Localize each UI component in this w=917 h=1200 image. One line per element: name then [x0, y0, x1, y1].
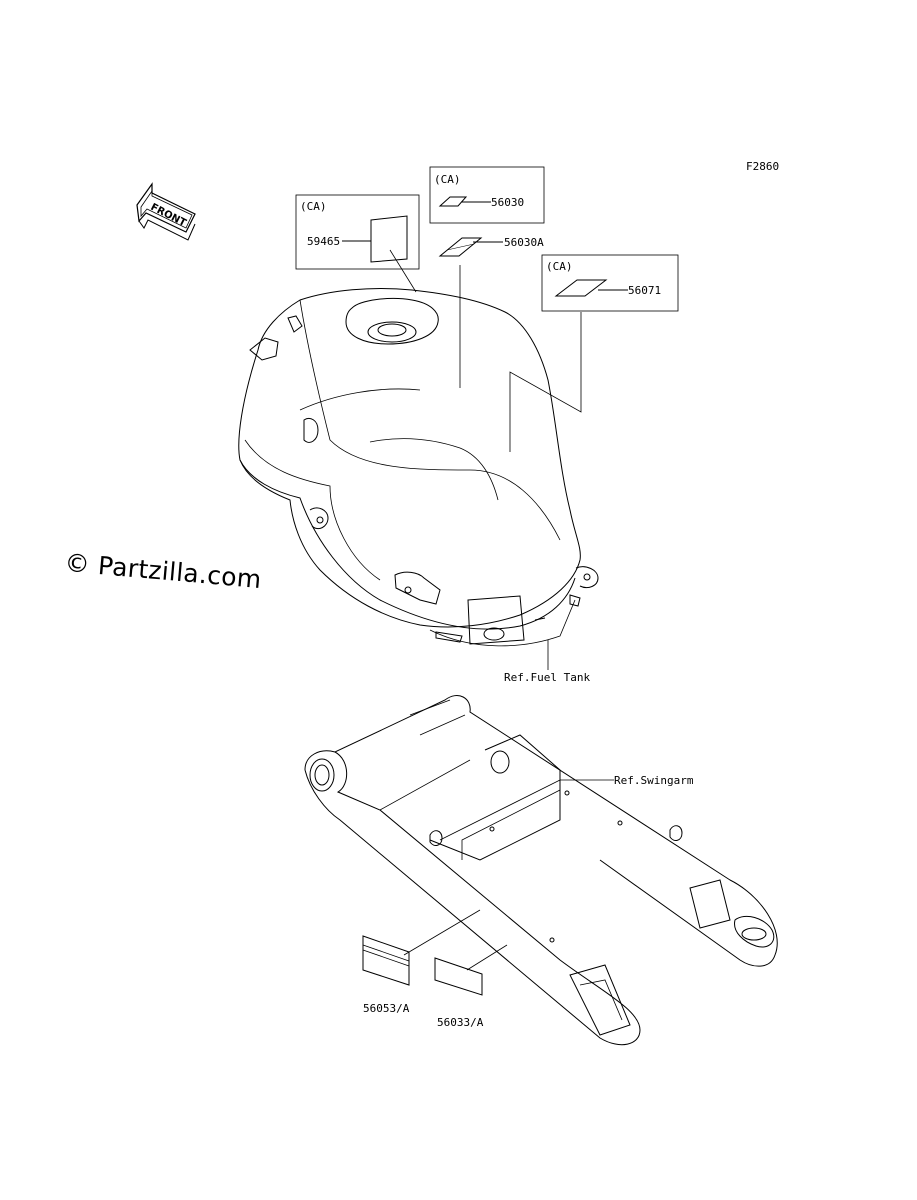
decal-56030: [438, 196, 468, 207]
figure-code: F2860: [746, 160, 779, 173]
part-number-56030: 56030: [491, 196, 524, 209]
decal-56071: [554, 279, 608, 297]
group-box-59465: (CA) 59465: [295, 194, 420, 293]
front-arrow-icon: FRONT: [136, 182, 196, 241]
part-number-56053: 56053/A: [363, 1002, 410, 1015]
group-tag-56030: (CA): [434, 173, 461, 186]
group-box-56030: (CA) 56030: [429, 166, 545, 224]
group-tag-56071: (CA): [546, 260, 573, 273]
decal-56030a: [438, 237, 483, 257]
part-number-56033: 56033/A: [437, 1016, 484, 1029]
ref-fuel-tank: Ref.Fuel Tank: [504, 671, 590, 684]
decal-56053: 56053/A: [362, 909, 481, 1015]
part-number-56071: 56071: [628, 284, 661, 297]
group-box-56071: (CA) 56071: [509, 254, 679, 452]
fuel-tank: [238, 287, 599, 647]
part-number-59465: 59465: [307, 235, 340, 248]
part-number-56030a: 56030A: [504, 236, 544, 249]
decal-59465: [370, 215, 408, 263]
front-arrow-label: FRONT: [149, 202, 188, 229]
group-tag-59465: (CA): [300, 200, 327, 213]
decal-56033: 56033/A: [434, 944, 508, 1029]
swingarm: [304, 695, 778, 1046]
ref-swingarm: Ref.Swingarm: [614, 774, 694, 787]
decal-56030a-group: 56030A: [438, 236, 544, 388]
